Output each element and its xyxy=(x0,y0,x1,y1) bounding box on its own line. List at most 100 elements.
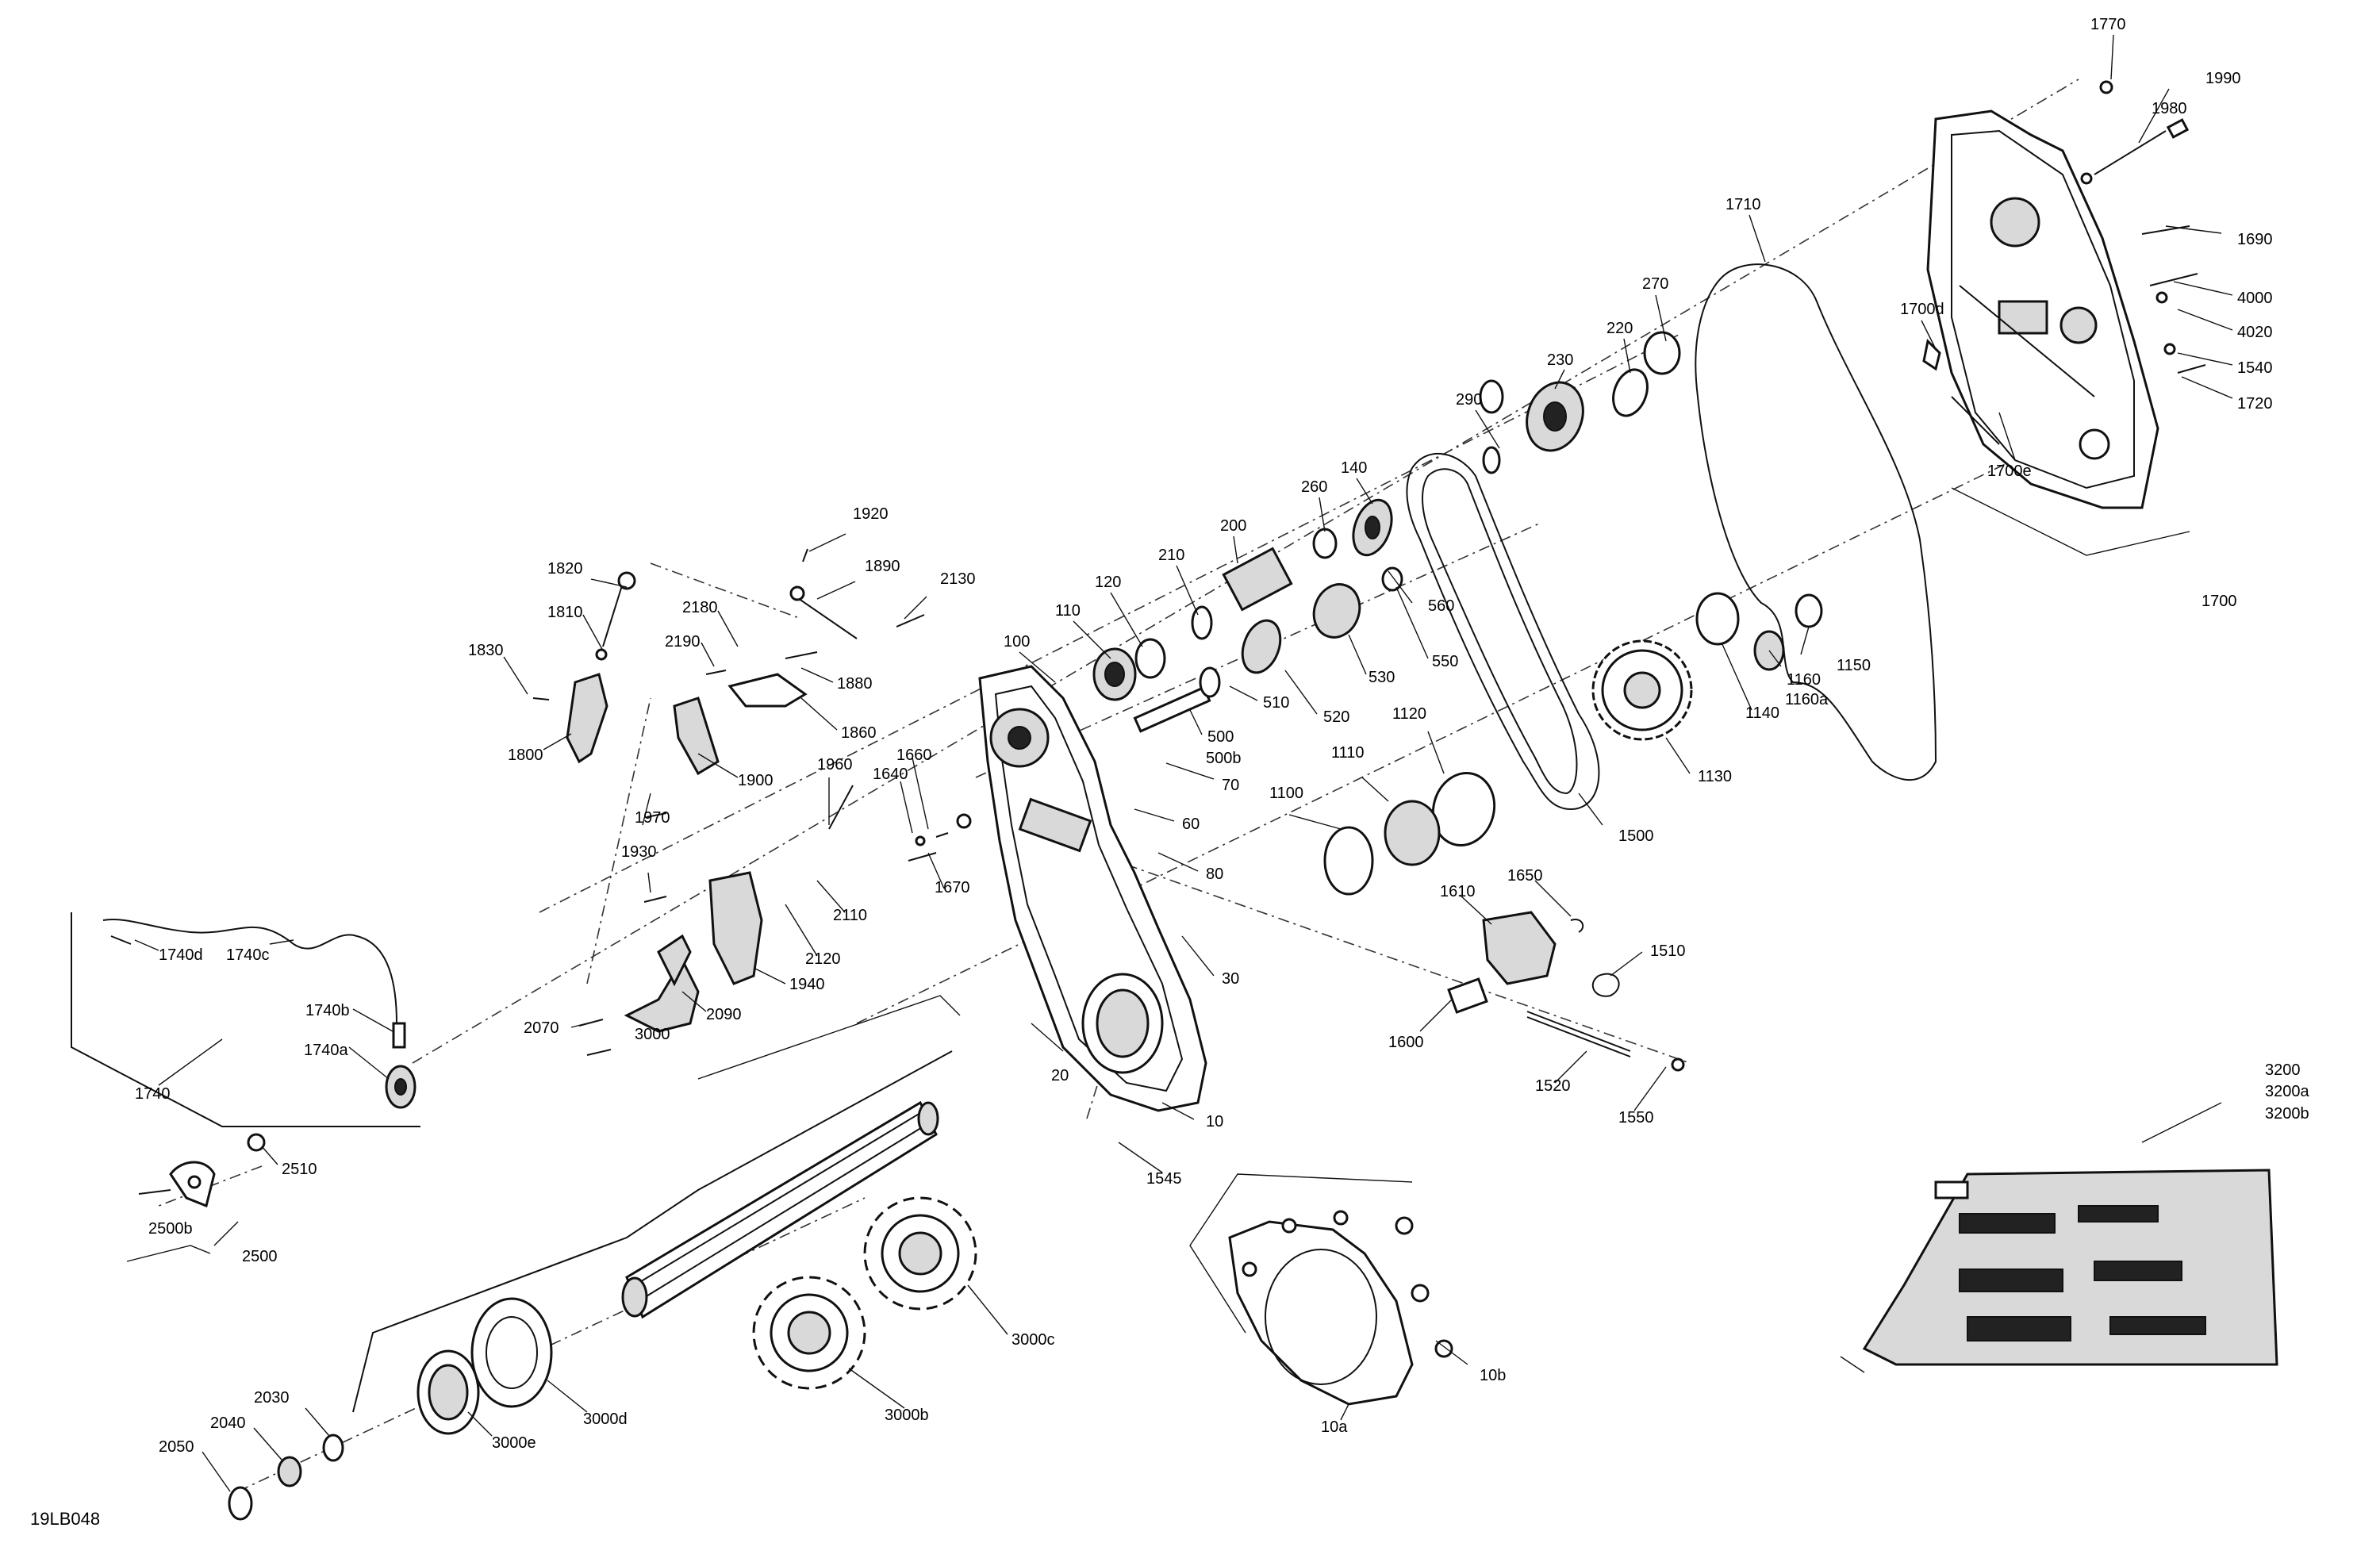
shift-lever-assembly xyxy=(532,548,972,1056)
callout-1660: 1660 xyxy=(896,747,932,764)
callout-1700d: 1700d xyxy=(1900,301,1944,318)
callout-1740d: 1740d xyxy=(159,946,203,964)
callout-2030: 2030 xyxy=(254,1389,290,1407)
callout-3200: 3200 xyxy=(2265,1061,2301,1079)
callout-2110: 2110 xyxy=(833,907,867,924)
bearing-parts-3000d-3000e xyxy=(228,1050,953,1521)
callout-1520: 1520 xyxy=(1535,1077,1571,1095)
callout-1940: 1940 xyxy=(789,976,825,993)
cable-1740 xyxy=(71,912,420,1127)
callout-1890: 1890 xyxy=(865,558,900,575)
callout-3000c: 3000c xyxy=(1012,1331,1055,1349)
callout-1510: 1510 xyxy=(1650,942,1686,960)
callout-1860: 1860 xyxy=(841,724,877,742)
callout-2510: 2510 xyxy=(282,1161,317,1178)
tensioner-parts xyxy=(1447,911,1685,1072)
callout-1740: 1740 xyxy=(135,1085,171,1103)
callout-10a: 10a xyxy=(1321,1418,1348,1436)
callout-3000: 3000 xyxy=(635,1026,670,1043)
callout-1720: 1720 xyxy=(2237,395,2273,413)
callout-100: 100 xyxy=(1004,633,1030,651)
sprocket-1130 xyxy=(1591,639,1693,741)
callout-500b: 500b xyxy=(1206,750,1242,767)
callout-10: 10 xyxy=(1206,1113,1223,1130)
callout-1110: 1110 xyxy=(1331,744,1365,762)
plate-10a xyxy=(1228,1210,1453,1406)
callout-1820: 1820 xyxy=(547,560,583,578)
callout-1670: 1670 xyxy=(935,879,970,896)
callout-520: 520 xyxy=(1323,708,1349,726)
callout-2070: 2070 xyxy=(524,1019,559,1037)
callout-500: 500 xyxy=(1207,728,1234,746)
diagram-code: 19LB048 xyxy=(30,1509,100,1529)
callout-270: 270 xyxy=(1642,275,1668,293)
callout-1550: 1550 xyxy=(1618,1109,1654,1127)
shaft-gears xyxy=(1092,331,1823,896)
callout-1960: 1960 xyxy=(817,756,853,773)
callout-290: 290 xyxy=(1456,391,1482,409)
belt-1710 xyxy=(1695,263,1937,781)
callout-1650: 1650 xyxy=(1507,867,1543,885)
callout-1690: 1690 xyxy=(2237,231,2273,248)
assembly-axis-lines xyxy=(158,79,2079,1492)
callout-2130: 2130 xyxy=(940,570,976,588)
callout-3200a: 3200a xyxy=(2265,1083,2309,1100)
callout-30: 30 xyxy=(1222,970,1239,988)
callout-1140: 1140 xyxy=(1745,704,1779,722)
callout-1830: 1830 xyxy=(468,642,504,659)
callout-2500b: 2500b xyxy=(148,1220,193,1238)
callout-2500: 2500 xyxy=(242,1248,278,1265)
drive-shaft-3000 xyxy=(621,1100,939,1319)
callout-1740a: 1740a xyxy=(304,1042,348,1059)
callout-60: 60 xyxy=(1182,816,1200,833)
track-sprockets xyxy=(752,1196,977,1390)
component-block-3200 xyxy=(1862,1169,2278,1366)
chain-1500 xyxy=(1406,453,1600,811)
callout-1610: 1610 xyxy=(1440,883,1476,900)
callout-1880: 1880 xyxy=(837,675,873,693)
callout-1740b: 1740b xyxy=(305,1002,350,1019)
callout-1920: 1920 xyxy=(853,505,889,523)
callout-1545: 1545 xyxy=(1146,1170,1182,1188)
callout-1100: 1100 xyxy=(1269,785,1303,802)
callout-1810: 1810 xyxy=(547,604,583,621)
callout-1130: 1130 xyxy=(1698,768,1732,785)
callout-2120: 2120 xyxy=(805,950,841,968)
callout-3000b: 3000b xyxy=(885,1407,929,1424)
callout-3000d: 3000d xyxy=(583,1411,628,1428)
callout-labels: 1770 1980 1990 1690 4000 4020 1540 1720 … xyxy=(30,16,2309,1529)
callout-1500: 1500 xyxy=(1618,827,1654,845)
chaincase-housing-10 xyxy=(978,665,1207,1112)
callout-20: 20 xyxy=(1051,1067,1069,1084)
callout-70: 70 xyxy=(1222,777,1239,794)
callout-1160a: 1160a xyxy=(1785,691,1829,708)
callout-200: 200 xyxy=(1220,517,1246,535)
callout-1160: 1160 xyxy=(1787,671,1821,689)
callout-4020: 4020 xyxy=(2237,324,2273,341)
callout-10b: 10b xyxy=(1480,1367,1506,1384)
leader-lines xyxy=(126,34,2233,1492)
callout-140: 140 xyxy=(1341,459,1367,477)
callout-1980: 1980 xyxy=(2152,100,2187,117)
callout-1900: 1900 xyxy=(738,772,774,789)
callout-2050: 2050 xyxy=(159,1438,194,1456)
callout-1700: 1700 xyxy=(2202,593,2237,610)
callout-1700e: 1700e xyxy=(1987,463,2032,480)
callout-120: 120 xyxy=(1095,574,1121,591)
callout-80: 80 xyxy=(1206,866,1223,883)
callout-4000: 4000 xyxy=(2237,290,2273,307)
callout-3200b: 3200b xyxy=(2265,1105,2309,1123)
callout-1640: 1640 xyxy=(873,766,908,783)
callout-1990: 1990 xyxy=(2205,70,2241,87)
right-cover-1700 xyxy=(1926,109,2159,509)
callout-2090: 2090 xyxy=(706,1006,742,1023)
callout-510: 510 xyxy=(1263,694,1289,712)
callout-1710: 1710 xyxy=(1726,196,1761,213)
callout-2040: 2040 xyxy=(210,1414,246,1432)
callout-210: 210 xyxy=(1158,547,1184,564)
cover-hardware xyxy=(1922,80,2206,445)
callout-1970: 1970 xyxy=(635,809,670,827)
callout-1150: 1150 xyxy=(1837,657,1871,674)
callout-1740c: 1740c xyxy=(226,946,270,964)
